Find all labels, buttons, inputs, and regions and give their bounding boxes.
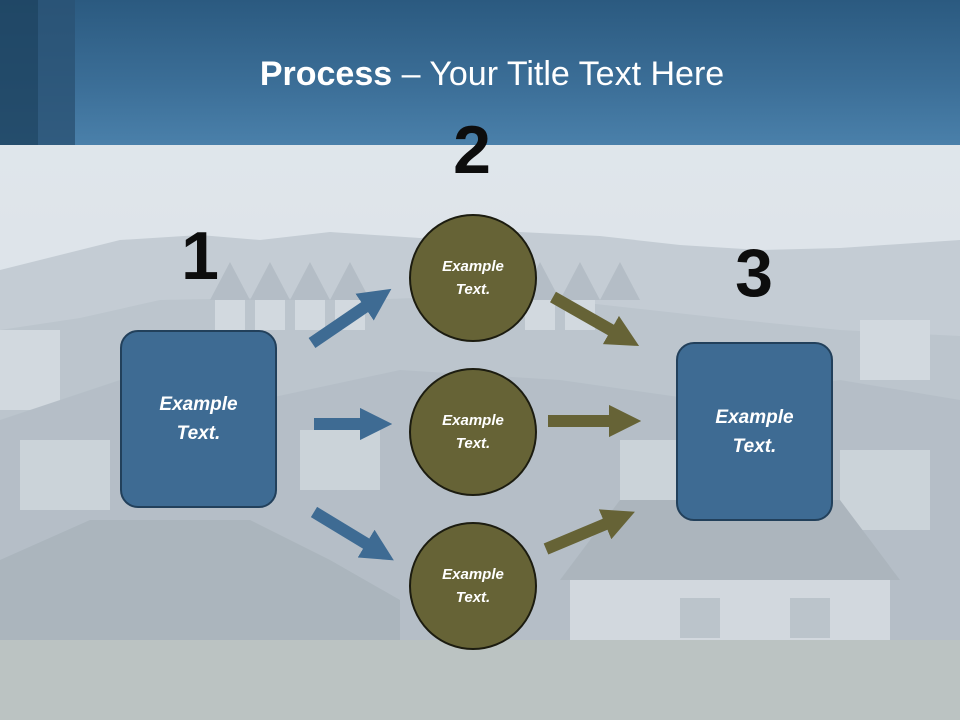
arrow-top-to-3 [550, 291, 640, 347]
circle-top: Example Text. [409, 214, 537, 342]
arrow-bottom-to-3 [543, 509, 635, 555]
step-number-2: 2 [453, 112, 491, 188]
circle-middle: Example Text. [409, 368, 537, 496]
header-accent-strip [38, 0, 75, 145]
step-3-text: Example Text. [715, 406, 794, 457]
slide-title: Process – Your Title Text Here [0, 52, 960, 96]
title-rest: – Your Title Text Here [392, 55, 725, 93]
circle-bottom-text: Example Text. [442, 566, 504, 606]
header-accent-strip [0, 0, 38, 145]
arrow-1-to-top [308, 288, 392, 348]
circle-middle-text: Example Text. [442, 412, 504, 452]
step-1-box: Example Text. [120, 330, 277, 508]
circle-top-text: Example Text. [442, 258, 504, 298]
title-bold: Process [259, 55, 393, 93]
step-number-3: 3 [735, 235, 773, 311]
arrow-1-to-bottom [310, 506, 394, 561]
title-bar [0, 0, 960, 145]
step-3-box: Example Text. [676, 342, 833, 521]
circle-bottom: Example Text. [409, 522, 537, 650]
step-number-1: 1 [181, 218, 219, 294]
step-1-text: Example Text. [159, 394, 238, 444]
